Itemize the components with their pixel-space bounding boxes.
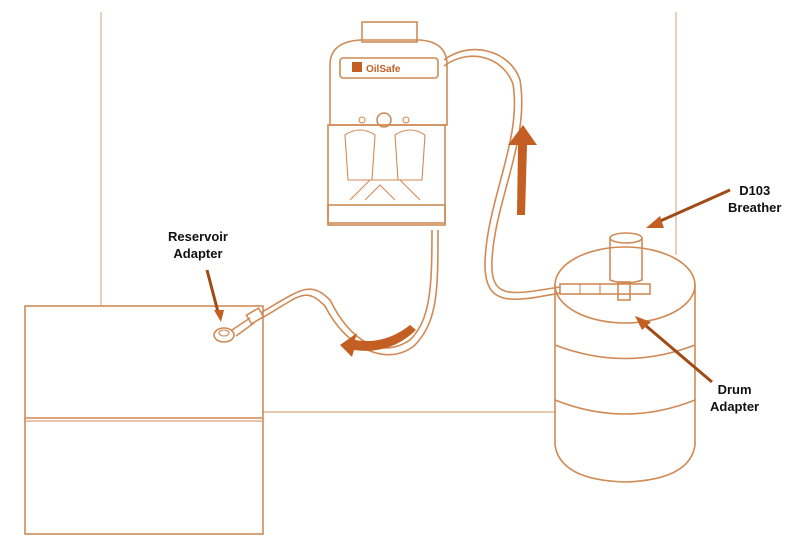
reservoir-label-line1: Reservoir xyxy=(168,229,228,244)
reservoir-adapter-label: Reservoir Adapter xyxy=(168,228,228,262)
d103-breather xyxy=(609,232,643,284)
callout-arrows xyxy=(205,188,731,384)
breather-label-line1: D103 xyxy=(739,183,771,198)
breather-label: D103 Breather xyxy=(728,182,781,216)
callout-reservoir-pointer xyxy=(205,269,220,313)
drum-adapter-label: Drum Adapter xyxy=(710,381,759,415)
drum-label-line1: Drum xyxy=(717,382,752,397)
breather-label-line2: Breather xyxy=(728,200,782,215)
filtration-cart: OilSafe xyxy=(327,21,448,226)
drum-adapter xyxy=(559,281,651,301)
logo-icon xyxy=(352,62,362,72)
flow-arrows xyxy=(340,125,537,357)
device-logo: OilSafe xyxy=(366,64,401,75)
callout-drum-pointer xyxy=(644,323,713,384)
reservoir-tank xyxy=(24,305,264,535)
flow-arrow-return-icon xyxy=(340,325,416,357)
hoses xyxy=(261,48,561,356)
reservoir-label-line2: Adapter xyxy=(173,246,223,261)
drum-label-line2: Adapter xyxy=(710,399,760,414)
flow-arrow-up-icon xyxy=(508,125,537,215)
reservoir-adapter xyxy=(213,307,265,343)
callout-breather-pointer xyxy=(657,188,731,224)
drum xyxy=(554,246,696,483)
